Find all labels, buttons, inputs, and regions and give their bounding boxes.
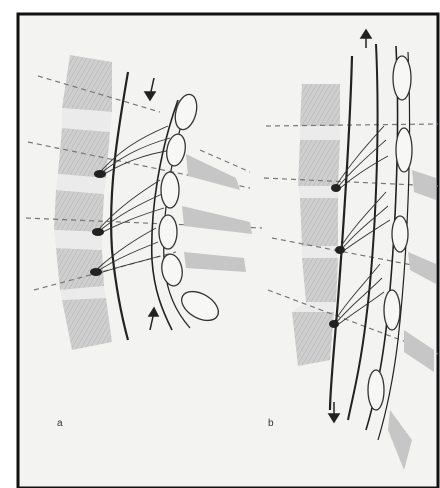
panel-b-label: b [268, 418, 274, 429]
panel-a-label: a [57, 418, 63, 429]
